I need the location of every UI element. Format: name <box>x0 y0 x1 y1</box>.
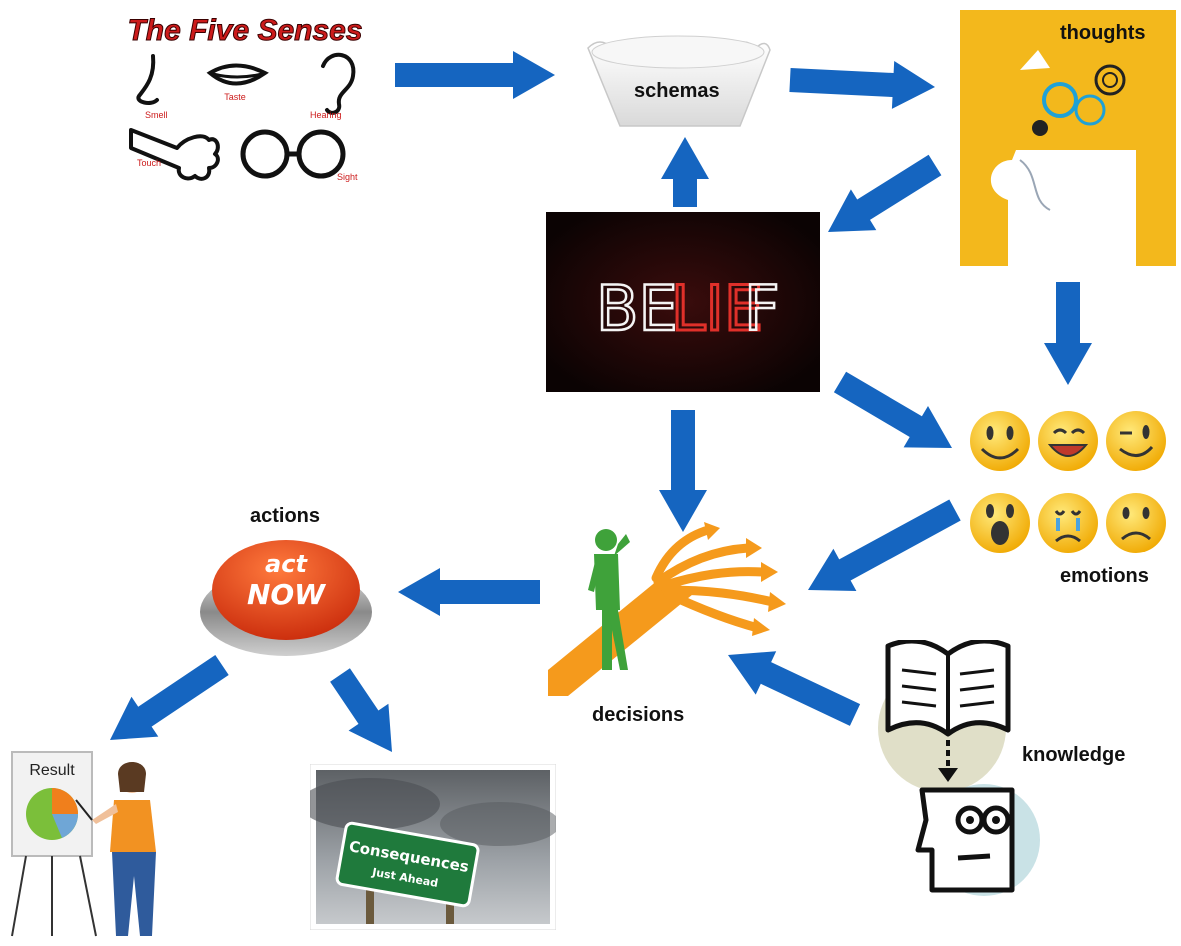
thinking-head-icon <box>915 787 1015 893</box>
sad-face-icon <box>1106 493 1166 553</box>
knowledge-label: knowledge <box>1022 744 1126 766</box>
sight-label: Sight <box>337 172 358 182</box>
ear-icon <box>321 52 356 115</box>
act-now-line2: NOW <box>247 578 326 611</box>
belief-text-f: F <box>744 272 780 345</box>
decisions-node: decisions <box>548 520 798 726</box>
arrow-emotions-to-decisions <box>808 499 961 591</box>
thoughts-label: thoughts <box>1060 22 1146 44</box>
arrow-belief-to-emotions <box>833 371 952 448</box>
pie-chart-icon <box>26 788 78 840</box>
swirl-icon <box>1020 50 1126 136</box>
result-node: Result <box>6 740 176 940</box>
schemas-label: schemas <box>634 80 720 102</box>
emotions-label: emotions <box>1060 565 1149 587</box>
eyes-icon <box>240 129 346 179</box>
arrow-actions-to-consequences <box>330 668 392 752</box>
five-senses-title: The Five Senses <box>127 14 362 47</box>
arrow-decisions-to-actions <box>398 568 540 616</box>
arrow-thoughts-to-belief <box>828 154 942 232</box>
arrow-actions-to-result <box>110 655 229 740</box>
decisions-label: decisions <box>592 704 685 726</box>
act-now-button-illustration: act NOW <box>200 540 372 656</box>
nose-icon <box>136 54 159 105</box>
presenter-person-icon <box>75 762 156 936</box>
mouth-icon <box>206 63 269 86</box>
knowledge-node: knowledge <box>872 640 1125 900</box>
coffee-filter-illustration <box>587 35 771 127</box>
happy-face-icon <box>970 411 1030 471</box>
arrow-belief-to-decisions <box>659 410 707 532</box>
arrow-schemas-to-thoughts <box>789 61 935 109</box>
open-book-icon <box>885 640 1011 737</box>
consequences-node: Consequences Just Ahead <box>310 764 556 930</box>
consequences-sign-illustration: Consequences Just Ahead <box>310 764 556 930</box>
thoughts-node: thoughts <box>960 10 1176 266</box>
hearing-label: Hearing <box>310 110 342 120</box>
laughing-face-icon <box>1038 411 1098 471</box>
arrow-senses-to-schemas <box>395 51 555 99</box>
schemas-node: schemas <box>580 18 776 133</box>
smell-label: Smell <box>145 110 168 120</box>
five-senses-illustration: The Five Senses Smell Taste Hearing Touc… <box>127 14 363 183</box>
arrow-thoughts-to-emotions <box>1044 282 1092 385</box>
actions-label: actions <box>250 505 321 527</box>
result-board-title: Result <box>29 762 75 779</box>
emotions-node: emotions <box>962 405 1174 587</box>
belief-node: BE LIE F <box>546 212 820 392</box>
belief-neon-sign: BE LIE F <box>546 212 820 392</box>
five-senses-node: The Five Senses Smell Taste Hearing Touc… <box>125 8 365 188</box>
winking-face-icon <box>1106 411 1166 471</box>
thoughts-illustration <box>960 10 1176 266</box>
emotions-faces <box>970 411 1166 553</box>
knowledge-illustration <box>878 640 1040 896</box>
act-now-line1: act <box>265 550 308 578</box>
crying-face-icon <box>1038 493 1098 553</box>
taste-label: Taste <box>224 92 246 102</box>
hand-icon <box>129 128 220 181</box>
result-presenter-illustration: Result <box>11 751 156 937</box>
crossroad-arrows-icon <box>651 525 778 633</box>
belief-text-be: BE <box>596 272 678 345</box>
arrow-belief-to-schemas <box>661 137 709 207</box>
belief-text-lie: LIE <box>671 272 763 345</box>
shocked-face-icon <box>970 493 1030 553</box>
touch-label: Touch <box>137 158 161 168</box>
actions-node: act NOW <box>196 530 376 660</box>
decisions-illustration <box>548 522 786 696</box>
thinking-person-icon <box>588 529 630 670</box>
arrow-knowledge-to-decisions <box>728 651 861 726</box>
